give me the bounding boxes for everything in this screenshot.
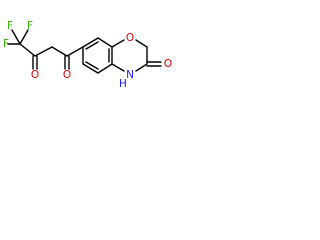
atom-o-keto-left: O <box>31 69 39 81</box>
bond-ring-o-ch2 <box>135 39 148 48</box>
atom-f-top-right: F <box>27 20 33 32</box>
chemical-structure: F F F O O O N H O <box>2 20 173 90</box>
atom-f-top-left: F <box>7 20 13 32</box>
bond-c1-f-top-left <box>11 29 21 45</box>
bond-c2-c3 <box>34 46 53 57</box>
bond-c3-c4 <box>51 46 68 57</box>
atom-f-left: F <box>3 38 9 50</box>
atom-o-ring: O <box>126 32 134 44</box>
atom-o-lactam: O <box>164 58 172 70</box>
bond-benzene-4 <box>97 63 113 74</box>
bond-benzene-inner-3 <box>85 61 99 70</box>
bond-c1-f-top-right <box>19 29 29 45</box>
bond-c4-ring <box>66 46 84 57</box>
bond-benzene-2 <box>97 37 113 48</box>
atom-n-hydrogen: H <box>119 78 127 90</box>
atom-n-ring: N <box>126 69 134 81</box>
bond-ring-c-n <box>135 63 148 72</box>
bond-benzene-5 <box>82 63 99 74</box>
bond-ring-c-o <box>111 39 125 48</box>
bond-ring-n-c <box>111 63 125 72</box>
bond-benzene-inner-1 <box>85 41 99 50</box>
atom-o-keto-right: O <box>63 69 71 81</box>
bond-benzene-1 <box>82 37 99 48</box>
bond-c1-c2 <box>19 43 36 57</box>
